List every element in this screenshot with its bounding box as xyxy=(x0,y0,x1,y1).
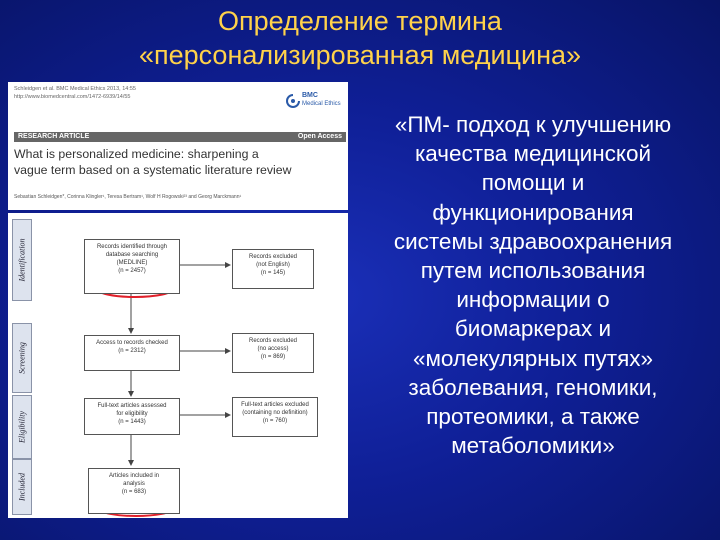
quote-line: «молекулярных путях» xyxy=(412,345,654,371)
definition-quote: «ПМ- подход к улучшению качества медицин… xyxy=(352,110,714,460)
article-title: What is personalized medicine: sharpenin… xyxy=(14,146,346,178)
flow-box-identified: Records identified through database sear… xyxy=(84,239,180,294)
citation-line: Schleidgen et al. BMC Medical Ethics 201… xyxy=(14,86,136,92)
stage-screening: Screening xyxy=(12,323,32,393)
flow-box-excluded-language: Records excluded (not English) (n = 145) xyxy=(232,249,314,289)
slide-title: Определение термина «персонализированная… xyxy=(0,4,720,72)
open-access-label: Open Access xyxy=(297,133,342,140)
flow-box-full-text-assessed: Full-text articles assessed for eligibil… xyxy=(84,398,180,435)
quote-line: помощи и xyxy=(481,170,585,196)
article-title-line-2: vague term based on a systematic literat… xyxy=(14,163,292,177)
quote-line: протеомики, а также xyxy=(426,404,640,430)
prisma-flowchart: Identification Screening Eligibility Inc… xyxy=(8,213,348,518)
section-label: RESEARCH ARTICLE xyxy=(18,133,90,140)
article-title-line-1: What is personalized medicine: sharpenin… xyxy=(14,147,259,161)
quote-line: биомаркерах и xyxy=(454,316,612,342)
stage-included: Included xyxy=(12,459,32,515)
flow-box-access-checked: Access to records checked (n = 2312) xyxy=(84,335,180,371)
title-line-1: Определение термина xyxy=(218,6,502,36)
quote-line: информации о xyxy=(456,287,610,313)
quote-line: функционирования xyxy=(432,199,634,225)
citation-url: http://www.biomedcentral.com/1472-6939/1… xyxy=(14,94,131,100)
quote-line: заболевания, геномики, xyxy=(408,374,658,400)
flow-box-full-text-excluded: Full-text articles excluded (containing … xyxy=(232,397,318,437)
article-section-bar: RESEARCH ARTICLE Open Access xyxy=(14,132,346,142)
quote-line: метаболомики» xyxy=(451,433,615,459)
title-line-2: «персонализированная медицина» xyxy=(138,40,582,70)
stage-eligibility: Eligibility xyxy=(12,395,32,459)
quote-line: путем использования xyxy=(420,258,646,284)
article-authors: Sebastian Schleidgen*, Corinna Klingler¹… xyxy=(14,194,242,200)
flow-box-excluded-access: Records excluded (no access) (n = 869) xyxy=(232,333,314,373)
quote-line: качества медицинской xyxy=(414,141,652,167)
journal-logo-bottom: Medical Ethics xyxy=(302,101,341,107)
flow-box-included: Articles included in analysis (n = 683) xyxy=(88,468,180,514)
quote-line: «ПМ- подход к улучшению xyxy=(394,112,672,137)
article-header-image: Schleidgen et al. BMC Medical Ethics 201… xyxy=(8,82,348,210)
bmc-logo-icon xyxy=(286,94,300,108)
stage-identification: Identification xyxy=(12,219,32,301)
quote-line: системы здравоохранения xyxy=(393,228,673,254)
journal-logo: BMC Medical Ethics xyxy=(286,92,346,120)
journal-logo-top: BMC xyxy=(302,92,318,99)
